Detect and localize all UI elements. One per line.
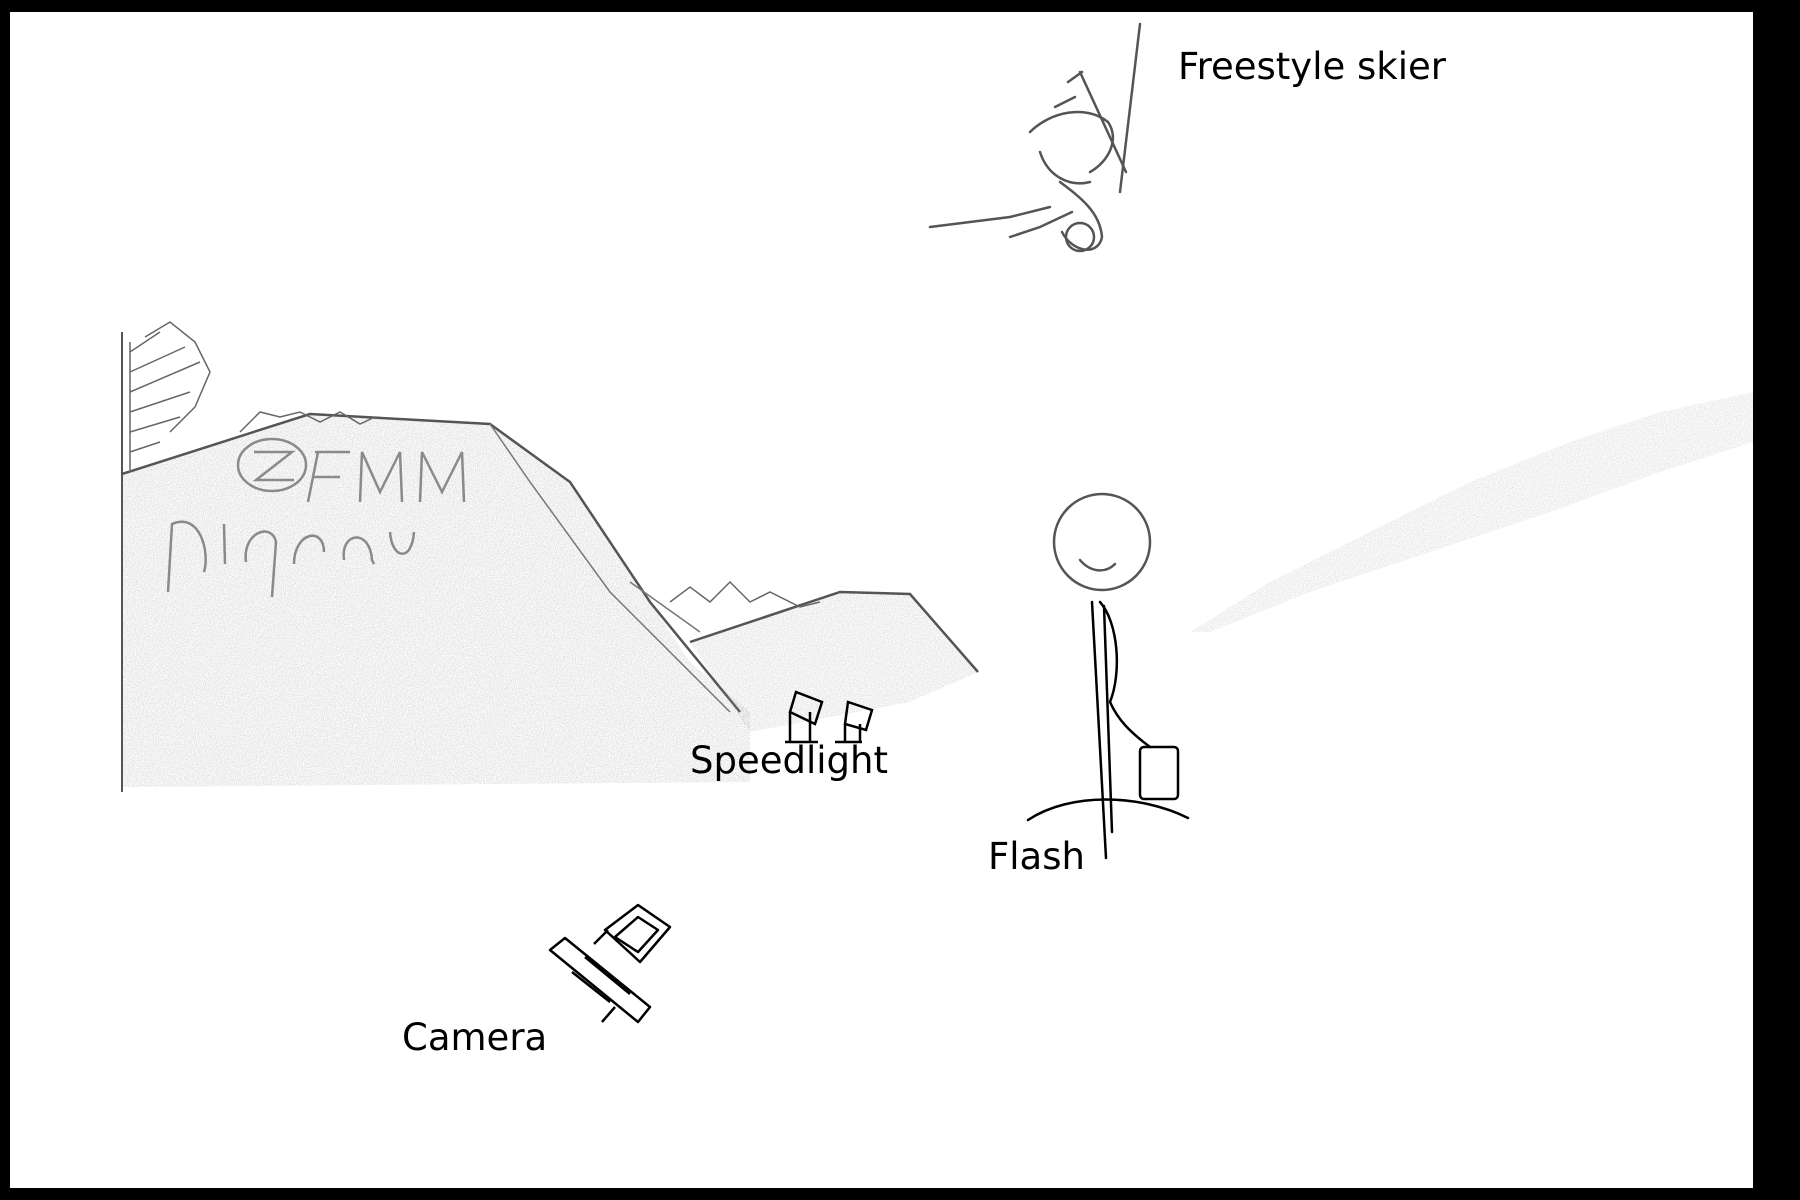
camera-icon	[548, 903, 672, 1024]
diagram-frame: Freestyle skier Speedlight Flash Camera	[10, 12, 1753, 1188]
label-freestyle-skier: Freestyle skier	[1178, 45, 1446, 88]
flash-stand-icon	[1026, 492, 1190, 860]
tree-icon	[129, 321, 821, 608]
second-ramp	[629, 581, 979, 732]
jump-ramp	[121, 332, 750, 792]
background-hill	[1190, 392, 1753, 632]
skier-icon	[928, 22, 1142, 253]
ramp-graffiti	[166, 437, 466, 598]
lighting-setup-sketch	[121, 22, 1753, 1024]
label-camera: Camera	[402, 1016, 548, 1059]
label-flash: Flash	[988, 835, 1085, 878]
speedlight-icon	[785, 690, 874, 744]
label-speedlight: Speedlight	[690, 739, 888, 782]
